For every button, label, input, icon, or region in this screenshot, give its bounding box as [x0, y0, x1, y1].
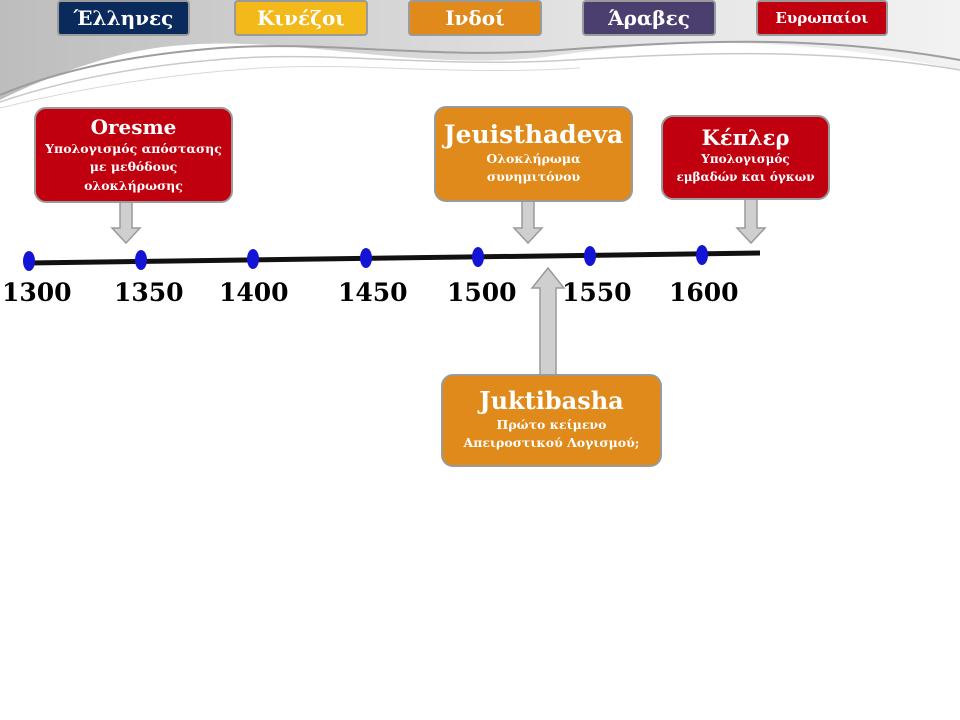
event-desc-line: Απειροστικού Λογισμού; — [463, 435, 640, 451]
event-desc-line: Πρώτο κείμενο — [496, 417, 607, 432]
year-dot-1300 — [23, 251, 35, 271]
tab-greeks[interactable]: Έλληνες — [57, 0, 190, 36]
event-title-kepler: Κέπλερ — [701, 125, 790, 150]
oresme-arrow — [110, 197, 142, 245]
tab-europeans[interactable]: Ευρωπαίοι — [756, 0, 888, 36]
year-label-1450: 1450 — [338, 278, 408, 307]
event-title-jeuisthadeva: Jeuisthadeva — [443, 120, 624, 149]
event-desc-line: ολοκλήρωσης — [84, 177, 183, 193]
timeline-dots — [23, 245, 708, 271]
event-box-oresme[interactable]: Oresme Υπολογισμός απόστασης με μεθόδους… — [34, 107, 233, 203]
year-dot-1400 — [247, 249, 259, 269]
event-title-juktibasha: Juktibasha — [479, 386, 624, 415]
year-label-1300: 1300 — [2, 278, 72, 307]
year-dot-1550 — [584, 246, 596, 266]
year-label-1400: 1400 — [219, 278, 289, 307]
year-dot-1350 — [135, 250, 147, 270]
year-label-1350: 1350 — [114, 278, 184, 307]
year-label-1500: 1500 — [447, 278, 517, 307]
event-box-kepler[interactable]: Κέπλερ Υπολογισμός εμβαδών και όγκων — [661, 115, 830, 200]
event-box-juktibasha[interactable]: Juktibasha Πρώτο κείμενο Απειροστικού Λο… — [441, 374, 662, 467]
event-desc-line: με μεθόδους — [89, 159, 178, 175]
event-desc-line: Ολοκλήρωμα — [486, 151, 581, 166]
jeuisthadeva-arrow — [512, 197, 544, 245]
tab-chinese[interactable]: Κινέζοι — [234, 0, 368, 36]
event-title-oresme: Oresme — [90, 115, 177, 139]
event-desc-line: συνημιτόνου — [486, 169, 581, 185]
year-dot-1500 — [472, 247, 484, 267]
timeline-axis — [27, 250, 761, 266]
year-dot-1600 — [696, 245, 708, 265]
event-box-jeuisthadeva[interactable]: Jeuisthadeva Ολοκλήρωμα συνημιτόνου — [434, 106, 633, 202]
year-dot-1450 — [360, 248, 372, 268]
event-desc-line: εμβαδών και όγκων — [676, 169, 815, 184]
tab-indians[interactable]: Ινδοί — [408, 0, 542, 36]
kepler-arrow — [735, 195, 767, 245]
tab-arabs[interactable]: Άραβες — [582, 0, 716, 36]
year-label-1550: 1550 — [562, 278, 632, 307]
event-desc-line: Υπολογισμός — [701, 152, 790, 166]
year-label-1600: 1600 — [669, 278, 739, 307]
juktibasha-arrow — [530, 266, 566, 383]
event-desc-line: Υπολογισμός απόστασης — [45, 141, 222, 156]
